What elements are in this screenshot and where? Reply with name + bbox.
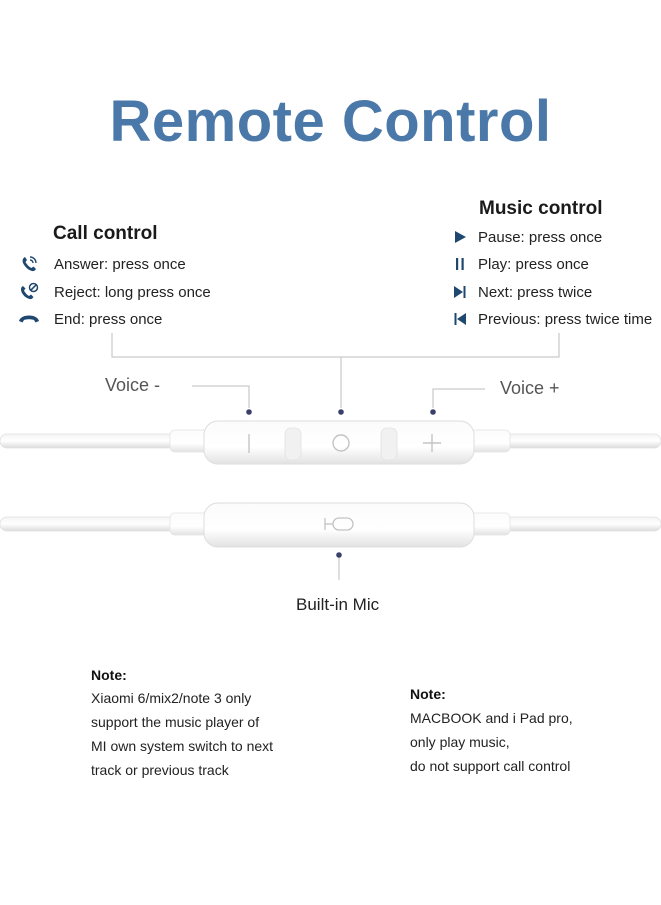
phone-end-icon [18,309,40,329]
voice-plus-leader [432,388,485,408]
left-note-line: support the music player of [91,714,260,730]
left-note-line: Xiaomi 6/mix2/note 3 only [91,690,252,706]
music-control-item-pause: Pause: press once [452,226,602,248]
phone-reject-icon [18,282,40,302]
play-icon [452,227,468,247]
music-control-item-previous: Previous: press twice time [452,308,652,330]
connector-bracket [111,333,560,408]
previous-icon [452,309,468,329]
voice-plus-pointer-dot [430,409,436,415]
call-control-item-end: End: press once [18,308,162,330]
music-control-item-next: Next: press twice [452,281,592,303]
call-control-item-answer: Answer: press once [18,253,186,275]
left-note-line: MI own system switch to next [91,738,274,754]
mic-pointer-dot [336,552,342,558]
left-note-line: track or previous track [91,762,229,778]
music-control-label: Previous: press twice time [478,310,653,328]
call-control-title: Call control [53,223,158,244]
voice-minus-pointer-dot [246,409,252,415]
call-control-label: Answer: press once [54,255,186,273]
voice-minus-label: Voice - [105,375,161,395]
call-control-label: End: press once [54,310,163,328]
built-in-mic-label: Built-in Mic [296,595,380,614]
next-icon [452,282,468,302]
call-control-label: Reject: long press once [54,283,211,301]
center-button-mark [332,434,350,452]
pause-icon [452,254,468,274]
voice-minus-leader [192,385,250,408]
phone-answer-icon [18,254,40,274]
right-note-line: only play music, [410,734,510,750]
music-control-title: Music control [479,198,603,219]
lower-cable [0,502,661,548]
music-control-label: Pause: press once [478,228,603,246]
microphone-icon [324,517,354,531]
music-control-item-play: Play: press once [452,253,589,275]
music-control-label: Play: press once [478,255,589,273]
remote-body [203,420,475,465]
right-note-line: MACBOOK and i Pad pro, [410,710,573,726]
call-control-item-reject: Reject: long press once [18,281,211,303]
left-note-title: Note: [91,667,127,683]
right-note-line: do not support call control [410,758,571,774]
page-title: Remote Control [109,89,552,154]
voice-plus-label: Voice + [500,378,560,398]
music-control-label: Next: press twice [478,283,593,301]
center-pointer-dot [338,409,344,415]
right-note-title: Note: [410,686,446,702]
